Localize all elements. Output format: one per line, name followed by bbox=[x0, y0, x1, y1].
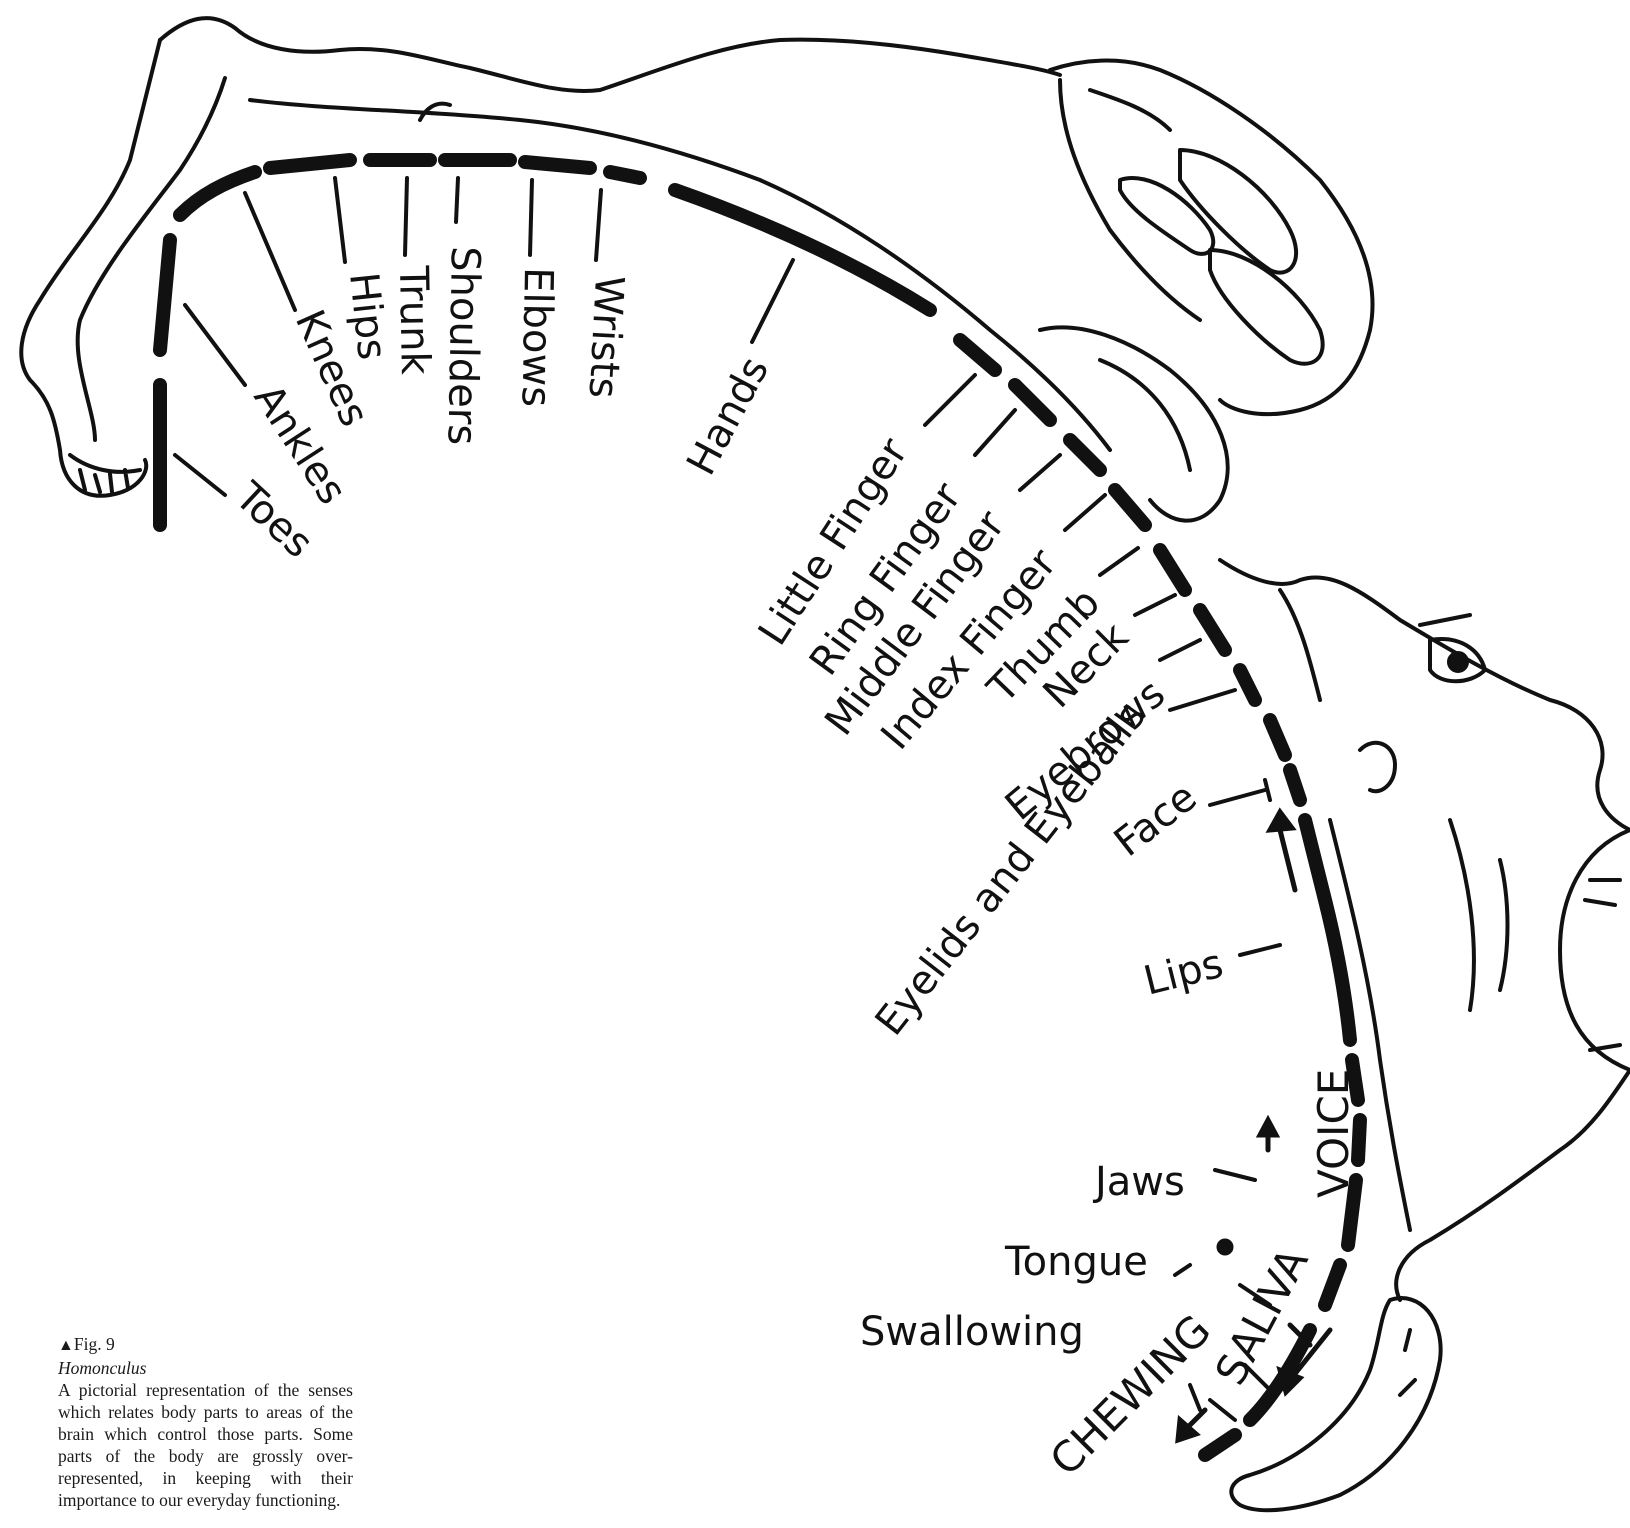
figure-caption: ▲Fig. 9 Homonculus A pictorial represent… bbox=[58, 1333, 353, 1511]
caption-fig-line: ▲Fig. 9 bbox=[58, 1333, 353, 1357]
label-face: Face bbox=[1106, 774, 1206, 866]
label-jaws: Jaws bbox=[1092, 1159, 1185, 1205]
label-hands: Hands bbox=[678, 350, 778, 483]
label-shoulders: Shoulders bbox=[439, 246, 488, 446]
caption-fig-number: Fig. 9 bbox=[74, 1334, 115, 1354]
triangle-marker-icon: ▲ bbox=[58, 1337, 74, 1354]
homunculus-outline bbox=[21, 18, 1630, 1510]
label-tongue: Tongue bbox=[1004, 1239, 1148, 1285]
caption-title: Homonculus bbox=[58, 1357, 353, 1379]
body-part-labels: Toes Ankles Knees Hips Trunk Shoulders E… bbox=[225, 246, 1358, 1485]
label-voice: VOICE bbox=[1309, 1069, 1358, 1198]
label-lips: Lips bbox=[1139, 941, 1227, 1005]
label-elbows: Elbows bbox=[513, 267, 561, 408]
label-hips: Hips bbox=[340, 270, 395, 362]
label-trunk: Trunk bbox=[390, 264, 438, 375]
label-wrists: Wrists bbox=[580, 274, 632, 399]
label-swallowing: Swallowing bbox=[860, 1309, 1084, 1355]
caption-body: A pictorial representation of the senses… bbox=[58, 1379, 353, 1511]
